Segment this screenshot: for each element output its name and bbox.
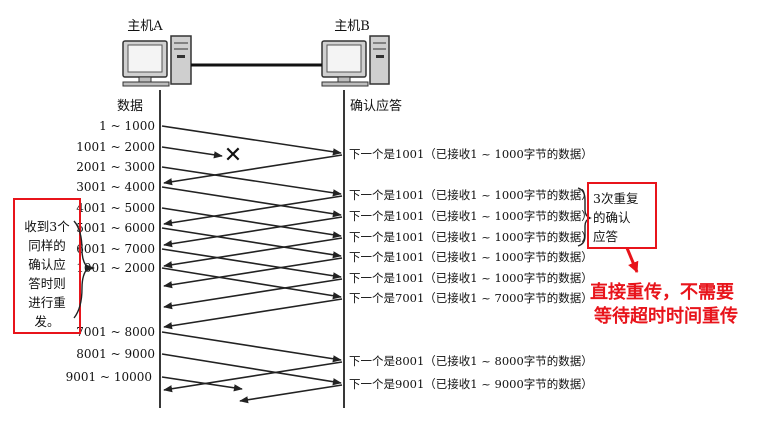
left-note-line: 收到3个 [24, 219, 70, 234]
ack-arrow [163, 154, 343, 186]
ack-label: 下一个是8001（已接收1 ~ 8000字节的数据） [349, 354, 593, 368]
ack-arrow [239, 384, 343, 404]
ack-arrow [163, 361, 343, 393]
computer-b-icon [321, 35, 390, 87]
data-arrow-retransmit [161, 267, 342, 300]
segment-label: 3001 ~ 4000 [76, 180, 155, 194]
right-note-line: 的确认 [593, 210, 631, 225]
ack-arrow-duplicate [163, 195, 343, 227]
ack-arrow [163, 278, 343, 310]
segment-label: 5001 ~ 6000 [76, 221, 155, 235]
host-a-label: 主机A [127, 19, 163, 34]
right-note-line: 应答 [593, 229, 619, 244]
data-arrow [161, 376, 243, 392]
data-arrow-lost [161, 146, 223, 159]
data-arrow [161, 331, 342, 363]
red-annotation-line: 等待超时时间重传 [594, 305, 738, 327]
red-arrow-icon [625, 247, 639, 274]
segment-label-retransmit: 1001 ~ 2000 [76, 261, 155, 275]
ack-label: 下一个是7001（已接收1 ~ 7000字节的数据） [349, 291, 593, 305]
segment-label: 1001 ~ 2000 [76, 140, 155, 154]
ack-arrow-duplicate [163, 216, 343, 248]
left-note-line: 确认应 [28, 257, 66, 272]
ack-label: 下一个是1001（已接收1 ~ 1000字节的数据） [349, 230, 593, 244]
ack-label: 下一个是1001（已接收1 ~ 1000字节的数据） [349, 250, 593, 264]
data-arrow [161, 166, 342, 197]
ack-label: 下一个是1001（已接收1 ~ 1000字节的数据） [349, 147, 593, 161]
ack-label: 下一个是1001（已接收1 ~ 1000字节的数据） [349, 188, 593, 202]
data-arrow [161, 207, 342, 239]
ack-arrow-duplicate [163, 237, 343, 269]
ack-arrow [163, 298, 343, 330]
red-annotation-line: 直接重传，不需要 [590, 281, 734, 303]
left-note-line: 同样的 [28, 238, 66, 253]
data-arrow [161, 248, 342, 280]
data-arrow [161, 227, 342, 259]
right-note-line: 3次重复 [593, 191, 639, 206]
data-arrow [161, 125, 342, 156]
ack-label: 下一个是9001（已接收1 ~ 9000字节的数据） [349, 377, 593, 391]
packet-lost-icon: ✕ [224, 143, 242, 168]
duplicate-ack-brace [577, 187, 592, 247]
segment-label: 9001 ~ 10000 [66, 370, 152, 384]
segment-label: 4001 ~ 5000 [76, 201, 155, 215]
data-arrow [161, 353, 342, 386]
segment-label: 7001 ~ 8000 [76, 325, 155, 339]
ack-label: 下一个是1001（已接收1 ~ 1000字节的数据） [349, 271, 593, 285]
left-note-line: 发。 [34, 314, 59, 329]
segment-label: 1 ~ 1000 [99, 119, 155, 133]
ack-column-header: 确认应答 [350, 98, 402, 114]
data-arrow [161, 186, 342, 218]
segment-label: 2001 ~ 3000 [76, 160, 155, 174]
segment-label: 6001 ~ 7000 [76, 242, 155, 256]
host-b-label: 主机B [334, 19, 370, 34]
ack-arrow [163, 257, 343, 289]
computer-a-icon [122, 35, 192, 87]
right-note-box [587, 182, 657, 249]
data-column-header: 数据 [117, 99, 143, 114]
left-note-box [13, 198, 81, 334]
left-note-line: 答时则 [28, 276, 66, 291]
segment-label: 8001 ~ 9000 [76, 347, 155, 361]
left-note-line: 进行重 [28, 295, 66, 310]
ack-label: 下一个是1001（已接收1 ~ 1000字节的数据） [349, 209, 593, 223]
